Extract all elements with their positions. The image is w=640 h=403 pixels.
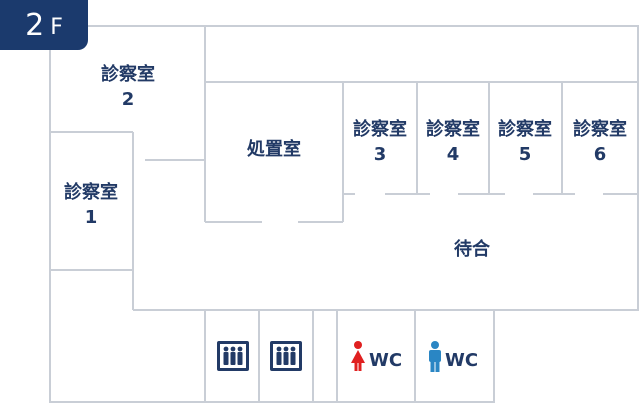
exam-room-5-number: 5 xyxy=(519,144,532,165)
exam-room-4-number: 4 xyxy=(447,144,460,165)
elevator-icon xyxy=(217,341,249,371)
exam-room-2-number: 2 xyxy=(122,89,135,110)
floor-badge: 2 F xyxy=(0,0,88,50)
exam-room-2-name: 診察室 xyxy=(101,63,155,85)
exam-room-3-name: 診察室 xyxy=(353,118,407,140)
exam-room-4-name: 診察室 xyxy=(426,118,480,140)
women-restroom-label: WC xyxy=(369,350,402,371)
treatment-room-name: 処置室 xyxy=(247,138,301,160)
waiting-area-name: 待合 xyxy=(454,238,491,260)
exam-room-6-name: 診察室 xyxy=(573,118,627,140)
male-icon xyxy=(429,341,441,372)
floor-number: 2 xyxy=(25,7,45,43)
exam-room-5-name: 診察室 xyxy=(498,118,552,140)
walls xyxy=(49,25,639,403)
exam-room-1-number: 1 xyxy=(85,207,98,228)
floor-unit: F xyxy=(50,14,63,40)
female-icon xyxy=(351,341,365,371)
exam-room-1-name: 診察室 xyxy=(64,181,118,203)
exam-room-6-number: 6 xyxy=(594,144,607,165)
men-restroom-label: WC xyxy=(445,350,478,371)
elevator-icon xyxy=(270,341,302,371)
exam-room-3-number: 3 xyxy=(374,144,387,165)
